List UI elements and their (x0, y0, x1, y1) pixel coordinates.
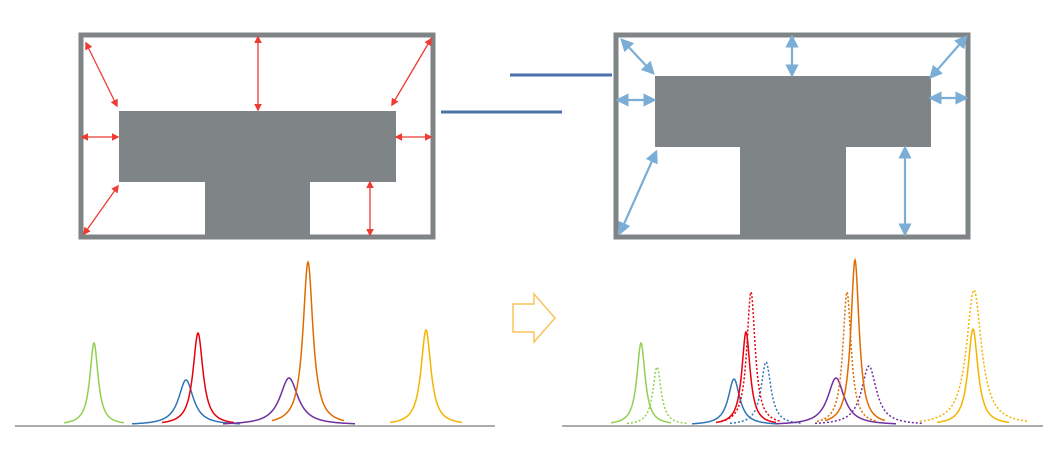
right-peak-7 (815, 365, 923, 425)
connector-lines (441, 73, 612, 114)
right-peak-3 (730, 361, 802, 425)
left-peak-4 (271, 260, 345, 422)
left-t-shape-stem (205, 181, 310, 235)
right-arrow-icon (512, 292, 556, 344)
right-t-shape-top (655, 76, 931, 147)
left-cavity-panel (78, 32, 436, 240)
left-arrow-top-left (85, 41, 118, 108)
right-arrow-top-right (929, 35, 968, 79)
right-peak-1 (627, 365, 687, 425)
left-spectrum (15, 260, 495, 427)
right-arrows (615, 34, 969, 237)
right-peak-5 (720, 289, 782, 423)
left-peak-2 (161, 331, 235, 424)
right-peak-8 (824, 257, 886, 422)
right-peak-9 (816, 289, 878, 423)
left-peak-1 (132, 379, 240, 425)
left-arrows (80, 35, 433, 237)
left-peak-5 (390, 328, 462, 424)
right-t-shape-stem (740, 146, 846, 235)
right-peak-0 (610, 341, 672, 424)
left-arrow-top-right (391, 37, 432, 107)
right-arrow-bottom-left (618, 149, 658, 236)
right-arrow-top-left (620, 38, 655, 75)
left-arrow-bottom-left (83, 184, 119, 236)
right-spectrum (562, 257, 1043, 427)
right-cavity-panel (613, 32, 971, 240)
right-peak-6 (776, 377, 896, 425)
right-peak-2 (691, 378, 777, 425)
left-peak-3 (223, 377, 355, 425)
left-t-shape-top (119, 111, 396, 182)
right-peak-11 (919, 289, 1029, 423)
right-peak-10 (936, 327, 1010, 424)
left-peak-0 (63, 341, 125, 424)
